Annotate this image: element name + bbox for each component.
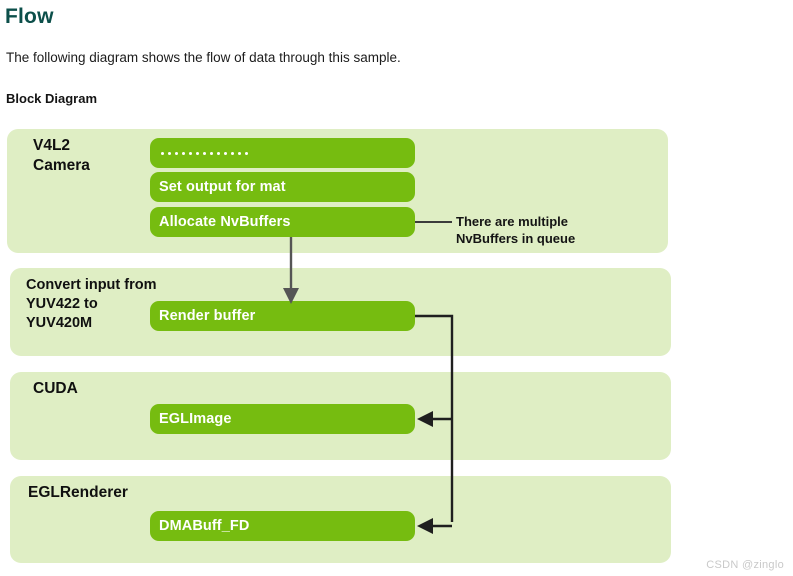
ellipsis-dots-icon (159, 151, 248, 155)
pill-render-buffer[interactable]: Render buffer (150, 301, 415, 331)
pill-label-set-output-for-mat: Set output for mat (159, 178, 286, 195)
pill-label-dmabuff-fd: DMABuff_FD (159, 517, 250, 534)
panel-label-cuda: CUDA (33, 380, 78, 397)
pill-label-render-buffer: Render buffer (159, 307, 256, 324)
pill-eglimage[interactable]: EGLImage (150, 404, 415, 434)
pill-set-output-for-mat[interactable]: Set output for mat (150, 172, 415, 202)
page-title: Flow (5, 5, 54, 28)
pill-dots[interactable] (150, 138, 415, 168)
watermark: CSDN @zinglo (706, 559, 784, 571)
panel-label-convert-input: Convert input from YUV422 to YUV420M (26, 277, 157, 332)
pill-label-eglimage: EGLImage (159, 410, 232, 427)
intro-paragraph: The following diagram shows the flow of … (6, 50, 401, 65)
note-nvbuffers-queue: There are multiple NvBuffers in queue (456, 214, 576, 247)
panel-label-eglrenderer: EGLRenderer (28, 484, 128, 501)
panel-label-v4l2-camera: V4L2 Camera (33, 137, 90, 175)
section-subtitle: Block Diagram (6, 91, 98, 106)
pill-dmabuff-fd[interactable]: DMABuff_FD (150, 511, 415, 541)
pill-label-allocate-nvbuffers: Allocate NvBuffers (159, 213, 291, 230)
pill-allocate-nvbuffers[interactable]: Allocate NvBuffers (150, 207, 415, 237)
